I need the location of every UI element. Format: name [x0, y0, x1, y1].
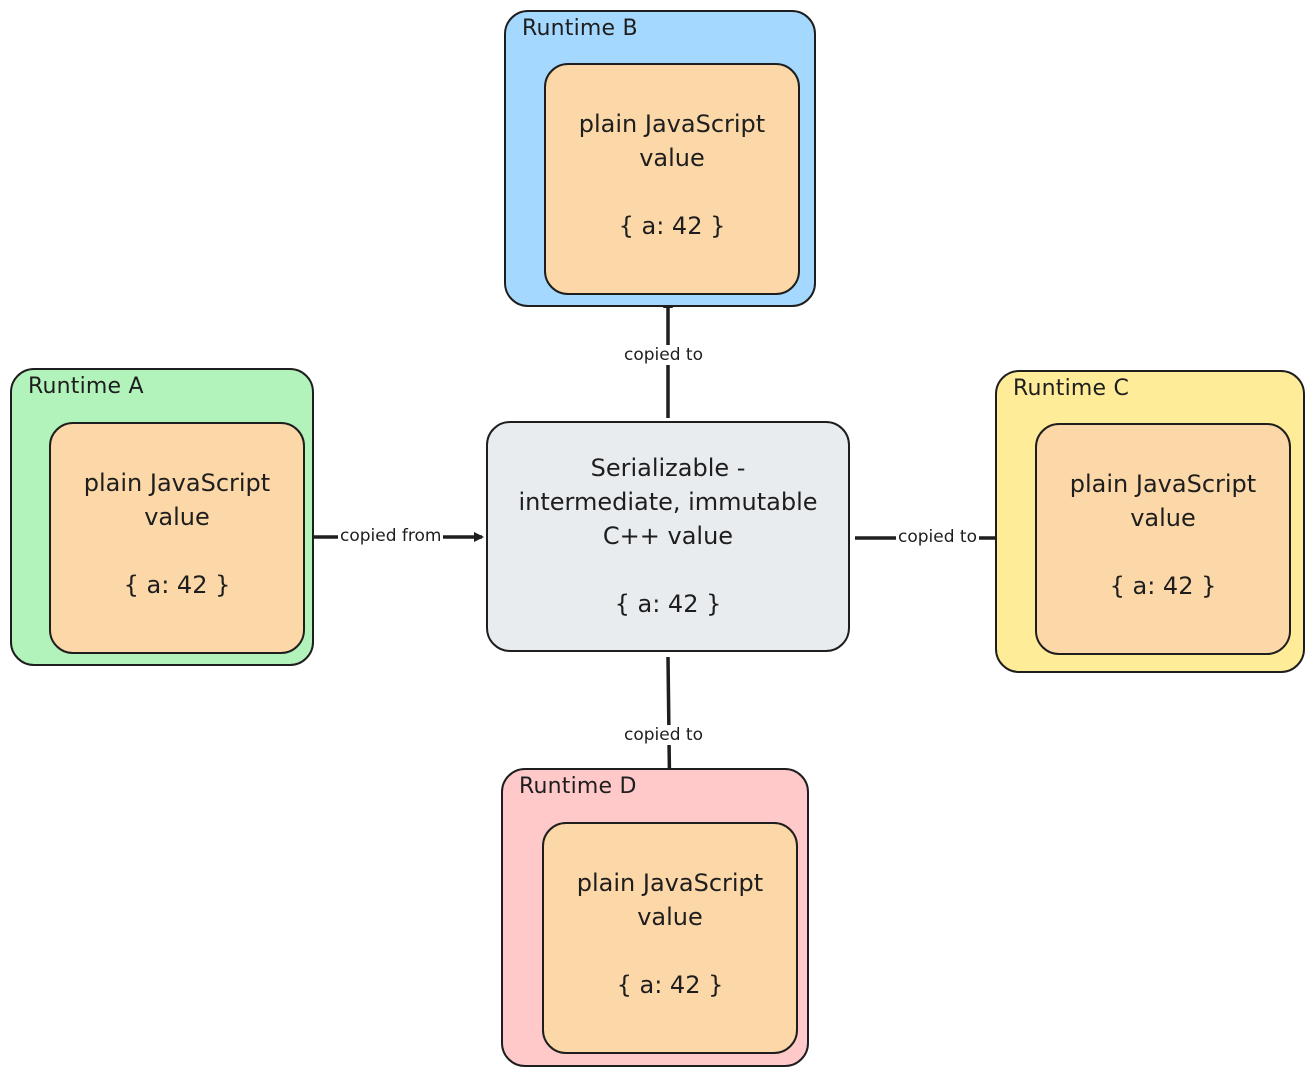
value-label-line-2: value — [637, 903, 703, 931]
runtime-a-title: Runtime A — [28, 374, 144, 399]
runtime-a-container: Runtime A plain JavaScript value { a: 42… — [10, 368, 314, 666]
runtime-d-container: Runtime D plain JavaScript value { a: 42… — [501, 768, 809, 1067]
value-object: { a: 42 } — [616, 971, 724, 999]
serializable-line-3: C++ value — [602, 522, 734, 550]
value-object: { a: 42 } — [123, 571, 231, 599]
value-object: { a: 42 } — [1109, 572, 1217, 600]
runtime-c-container: Runtime C plain JavaScript value { a: 42… — [995, 370, 1305, 673]
serializable-box: Serializable - intermediate, immutable C… — [486, 421, 850, 652]
value-label-line-1: plain JavaScript — [1069, 470, 1257, 498]
value-label-line-2: value — [144, 503, 210, 531]
runtime-b-value-box: plain JavaScript value { a: 42 } — [544, 63, 800, 295]
runtime-c-title: Runtime C — [1013, 376, 1130, 401]
runtime-d-value-box: plain JavaScript value { a: 42 } — [542, 822, 798, 1054]
value-object: { a: 42 } — [618, 212, 726, 240]
runtime-c-value-box: plain JavaScript value { a: 42 } — [1035, 423, 1291, 655]
value-label-line-1: plain JavaScript — [578, 110, 766, 138]
serializable-line-1: Serializable - — [590, 454, 746, 482]
edge-label-copied-to-d: copied to — [622, 725, 705, 745]
runtime-a-value-box: plain JavaScript value { a: 42 } — [49, 422, 305, 654]
edge-label-copied-from: copied from — [338, 526, 444, 546]
serializable-line-2: intermediate, immutable — [518, 488, 818, 516]
serializable-value: { a: 42 } — [614, 590, 722, 618]
value-label-line-1: plain JavaScript — [576, 869, 764, 897]
value-label-line-1: plain JavaScript — [83, 469, 271, 497]
runtime-b-container: Runtime B plain JavaScript value { a: 42… — [504, 10, 816, 307]
value-label-line-2: value — [639, 144, 705, 172]
edge-label-copied-to-b: copied to — [622, 345, 705, 365]
value-label-line-2: value — [1130, 504, 1196, 532]
runtime-d-title: Runtime D — [519, 774, 637, 799]
edge-label-copied-to-c: copied to — [896, 527, 979, 547]
runtime-b-title: Runtime B — [522, 16, 638, 41]
